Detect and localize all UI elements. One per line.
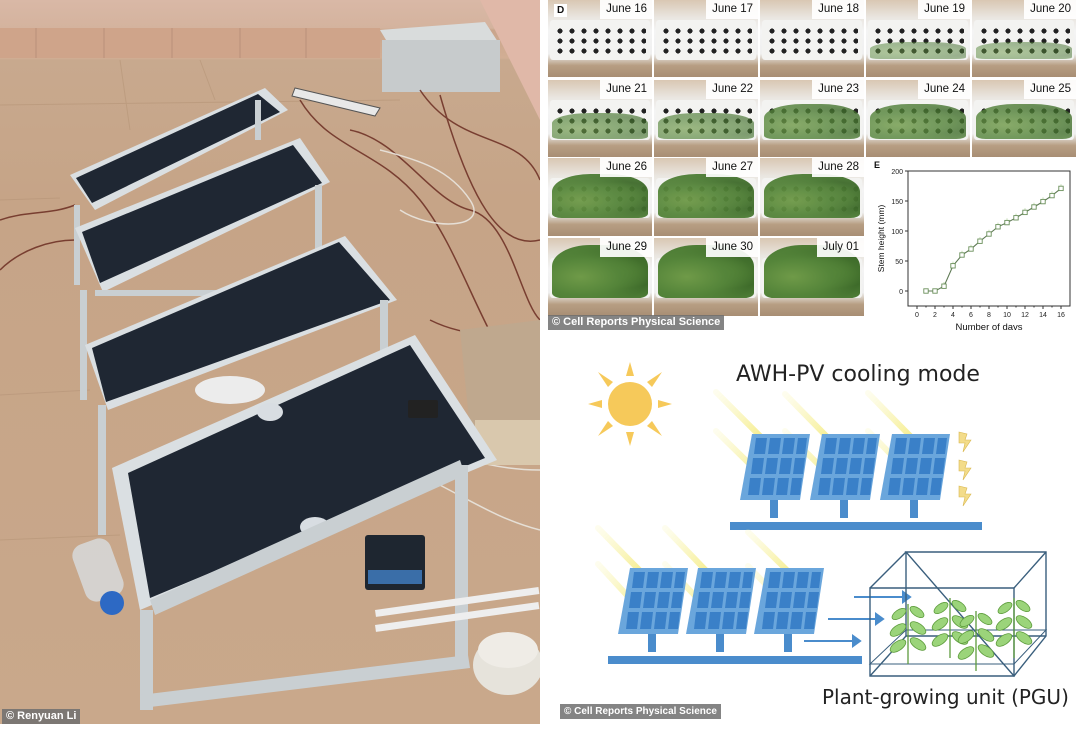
tile-date-label: June 20 bbox=[1024, 0, 1076, 19]
plant-foliage bbox=[552, 174, 648, 218]
plot-frame bbox=[907, 170, 1071, 307]
plant-growth-gallery: June 16 June 17 June 18 June 19 June 20 June … bbox=[548, 0, 1076, 322]
data-point bbox=[1004, 219, 1010, 226]
gallery-credit: © Cell Reports Physical Science bbox=[548, 315, 725, 330]
data-point bbox=[950, 263, 956, 269]
panel-label-d: D bbox=[554, 4, 568, 17]
data-point bbox=[1022, 209, 1028, 216]
x-tick-label: 4 bbox=[951, 312, 955, 319]
x-tick-label: 14 bbox=[1039, 312, 1047, 319]
photo-illustration bbox=[0, 0, 540, 710]
growth-photo-tile: June 22 bbox=[654, 80, 758, 157]
y-tick-label: 200 bbox=[891, 169, 903, 176]
y-tick-label: 150 bbox=[891, 199, 903, 206]
sun-icon bbox=[588, 362, 672, 446]
x-tick-label: 12 bbox=[1021, 312, 1029, 319]
x-tick-label: 10 bbox=[1003, 312, 1011, 319]
tile-date-label: June 24 bbox=[918, 80, 970, 99]
photo-credit: © Renyuan Li bbox=[2, 709, 81, 724]
tile-date-label: June 19 bbox=[918, 0, 970, 19]
tile-date-label: June 23 bbox=[812, 80, 864, 99]
tray-holes bbox=[660, 26, 752, 56]
x-axis-label: Number of days bbox=[955, 322, 1022, 330]
growth-photo-tile: July 01 bbox=[760, 238, 864, 316]
growth-photo-tile: June 23 bbox=[760, 80, 864, 157]
x-tick-label: 16 bbox=[1057, 312, 1065, 319]
y-tick-label: 0 bbox=[899, 289, 903, 296]
growth-photo-tile: June 24 bbox=[866, 80, 970, 157]
x-tick-label: 6 bbox=[969, 312, 973, 319]
panel-label-e: E bbox=[874, 160, 880, 170]
data-point bbox=[968, 246, 974, 252]
growth-photo-tile: June 16 bbox=[548, 0, 652, 77]
growth-photo-tile: June 18 bbox=[760, 0, 864, 77]
data-point bbox=[1049, 192, 1055, 199]
plant-foliage bbox=[976, 42, 1072, 59]
diagram-illustration bbox=[588, 362, 1048, 678]
awh-pv-diagram: AWH-PV cooling mode Plant-growing unit (… bbox=[548, 336, 1080, 724]
plant-foliage bbox=[658, 174, 754, 218]
diagram-credit: © Cell Reports Physical Science bbox=[560, 704, 721, 719]
plant-foliage bbox=[658, 245, 754, 298]
growth-photo-tile: June 27 bbox=[654, 158, 758, 236]
tile-date-label: June 26 bbox=[600, 158, 652, 177]
y-axis-label: Stem height (mm) bbox=[876, 205, 886, 273]
tile-date-label: June 27 bbox=[706, 158, 758, 177]
data-point bbox=[995, 224, 1001, 230]
tile-date-label: June 28 bbox=[812, 158, 864, 177]
pgu-label: Plant-growing unit (PGU) bbox=[822, 685, 1069, 709]
plant-foliage bbox=[870, 104, 966, 139]
growth-photo-tile: June 29 bbox=[548, 238, 652, 316]
tile-date-label: June 21 bbox=[600, 80, 652, 99]
tile-date-label: June 25 bbox=[1024, 80, 1076, 99]
tile-date-label: June 16 bbox=[600, 0, 652, 19]
data-point bbox=[1040, 198, 1046, 205]
data-point bbox=[1058, 185, 1064, 192]
tile-date-label: June 22 bbox=[706, 80, 758, 99]
x-tick-label: 8 bbox=[987, 312, 991, 319]
plant-foliage bbox=[658, 113, 754, 139]
data-point bbox=[959, 252, 965, 258]
growth-photo-tile: June 20 bbox=[972, 0, 1076, 77]
tile-date-label: June 18 bbox=[812, 0, 864, 19]
x-tick-label: 0 bbox=[915, 312, 919, 319]
plant-foliage bbox=[552, 113, 648, 139]
growth-photo-tile: June 30 bbox=[654, 238, 758, 316]
data-point bbox=[1013, 215, 1019, 221]
plant-foliage bbox=[870, 42, 966, 59]
growth-photo-tile: June 21 bbox=[548, 80, 652, 157]
data-point bbox=[977, 238, 983, 244]
tile-date-label: June 29 bbox=[600, 238, 652, 257]
y-tick-label: 100 bbox=[891, 229, 903, 236]
tile-date-label: June 17 bbox=[706, 0, 758, 19]
data-point bbox=[941, 283, 947, 289]
tile-date-label: July 01 bbox=[816, 238, 864, 257]
data-point bbox=[923, 288, 929, 294]
tray-holes bbox=[766, 26, 858, 56]
y-tick-label: 50 bbox=[895, 259, 903, 266]
data-line bbox=[926, 187, 1062, 292]
growth-photo-tile: June 19 bbox=[866, 0, 970, 77]
solar-setup-photo: © Renyuan Li bbox=[0, 0, 540, 724]
plant-foliage bbox=[976, 104, 1072, 139]
growth-photo-tile: June 28 bbox=[760, 158, 864, 236]
x-tick-label: 2 bbox=[933, 312, 937, 319]
growth-photo-tile: June 25 bbox=[972, 80, 1076, 157]
growth-photo-tile: June 17 bbox=[654, 0, 758, 77]
data-point bbox=[932, 288, 938, 294]
growth-photo-tile: June 26 bbox=[548, 158, 652, 236]
plant-foliage bbox=[764, 104, 860, 139]
tray-holes bbox=[554, 26, 646, 56]
plant-foliage bbox=[764, 174, 860, 218]
diagram-title: AWH-PV cooling mode bbox=[736, 362, 980, 387]
tile-date-label: June 30 bbox=[706, 238, 758, 257]
data-point bbox=[986, 231, 992, 237]
data-point bbox=[1031, 204, 1037, 210]
